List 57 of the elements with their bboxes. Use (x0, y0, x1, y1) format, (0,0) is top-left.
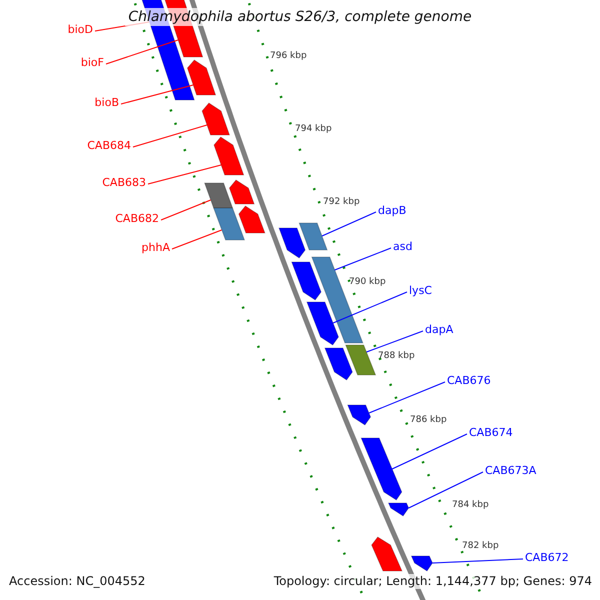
gene-label: lysC (409, 284, 432, 297)
gene-label: dapB (378, 204, 406, 217)
gene-label: CAB672 (525, 551, 569, 564)
leader-line (432, 558, 524, 564)
gene-bar (360, 438, 402, 501)
genome-info-text: Topology: circular; Length: 1,144,377 bp; Genes: 974 (272, 574, 594, 589)
gene-label: asd (393, 240, 412, 253)
gene-bar (347, 404, 372, 426)
gene-label: CAB683 (102, 176, 146, 189)
gene-bar (298, 222, 328, 250)
scale-label: 794 kbp (295, 124, 332, 135)
scale-label: 796 kbp (270, 51, 307, 62)
gene-label: CAB676 (447, 374, 491, 387)
gene-bar (278, 228, 306, 259)
scale-label: 792 kbp (323, 197, 360, 208)
leader-line (368, 382, 446, 414)
gene-label: CAB673A (485, 464, 536, 477)
gene-bar (410, 556, 433, 572)
gene-bar (291, 262, 322, 301)
leader-line (160, 200, 212, 220)
gene-label: phhA (142, 241, 170, 254)
gene-bar (388, 502, 410, 517)
gene-bar (202, 102, 230, 136)
scale-label: 788 kbp (378, 351, 415, 362)
leader-line (366, 330, 424, 352)
gene-label: bioF (80, 56, 104, 69)
gene-bar (213, 208, 246, 240)
gene-label: CAB682 (115, 212, 159, 225)
gene-bar (371, 536, 403, 572)
scale-label: 786 kbp (410, 415, 447, 426)
scale-label: 784 kbp (452, 500, 489, 511)
gene-bar (345, 344, 376, 376)
scale-label: 782 kbp (462, 541, 499, 552)
gene-bar (324, 348, 353, 381)
leader-line (148, 164, 222, 184)
leader-line (106, 40, 179, 64)
gene-bar (214, 136, 244, 176)
leader-line (334, 248, 392, 270)
scale-label: 790 kbp (349, 277, 386, 288)
gene-label: bioB (94, 96, 119, 109)
gene-bar (306, 302, 339, 346)
gene-label: dapA (425, 323, 454, 336)
leader-line (322, 212, 376, 236)
gene-label: CAB684 (87, 139, 131, 152)
gene-label: CAB674 (469, 426, 513, 439)
leader-line (332, 292, 408, 324)
accession-text: Accession: NC_004552 (7, 574, 148, 589)
leader-line (172, 230, 222, 250)
gene-bar (204, 182, 234, 208)
gene-bar (238, 205, 266, 234)
leader-line (392, 434, 468, 470)
gene-bar (228, 179, 255, 204)
leader-line (132, 124, 208, 148)
leader-line (120, 84, 194, 104)
leader-line (408, 472, 484, 508)
gene-label: bioD (68, 23, 93, 36)
gene-bar (186, 59, 216, 96)
